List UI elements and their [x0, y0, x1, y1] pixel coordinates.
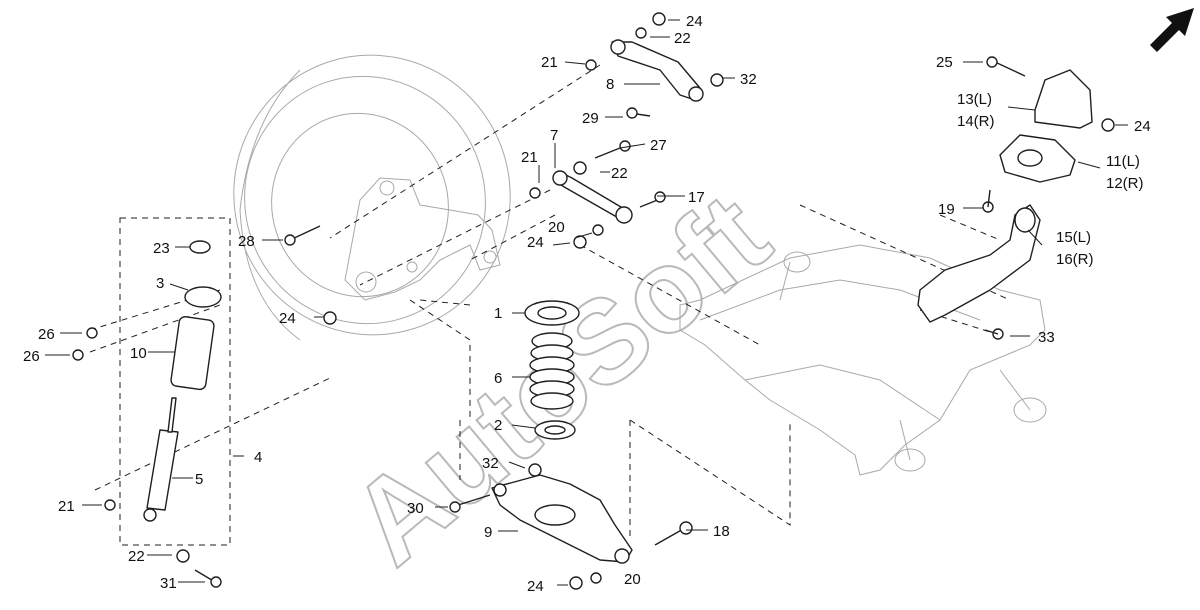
callout-20: 20	[548, 219, 565, 236]
callout-18: 18	[713, 523, 730, 540]
callout-24: 24	[527, 234, 544, 251]
callout-27: 27	[650, 137, 667, 154]
callout-32: 32	[740, 71, 757, 88]
callout-31: 31	[160, 575, 177, 592]
callout-24: 24	[1134, 118, 1151, 135]
callout-32: 32	[482, 455, 499, 472]
lower-spring-pad-part	[534, 420, 576, 440]
mounting-bracket-part	[999, 134, 1076, 183]
knuckle-hub-outline	[344, 177, 501, 301]
bolts-and-nuts	[72, 12, 1115, 590]
callout-6: 6	[494, 370, 502, 387]
callout-30: 30	[407, 500, 424, 517]
callout-22: 22	[674, 30, 691, 47]
callout-26: 26	[38, 326, 55, 343]
callout-26: 26	[23, 348, 40, 365]
callout-11: 11(L)	[1106, 153, 1140, 170]
callout-5: 5	[195, 471, 203, 488]
callout-13: 13(L)	[957, 91, 992, 108]
callout-19: 19	[938, 201, 955, 218]
callout-leader-lines	[45, 19, 1128, 586]
wheel-tire-outline	[233, 54, 511, 341]
callout-28: 28	[238, 233, 255, 250]
callout-20: 20	[624, 571, 641, 588]
callout-4: 4	[254, 449, 262, 466]
front-direction-arrow-icon	[1150, 8, 1194, 52]
callout-17: 17	[688, 189, 705, 206]
lower-control-arm-part	[491, 474, 633, 564]
callout-22: 22	[128, 548, 145, 565]
callout-12: 12(R)	[1106, 175, 1144, 192]
callout-29: 29	[582, 110, 599, 127]
callout-25: 25	[936, 54, 953, 71]
callout-24: 24	[279, 310, 296, 327]
callout-33: 33	[1038, 329, 1055, 346]
callout-24: 24	[686, 13, 703, 30]
coil-spring-part	[529, 332, 575, 410]
callout-7: 7	[550, 127, 558, 144]
strut-mount-part	[184, 286, 222, 308]
lateral-link-part	[552, 170, 633, 224]
callout-21: 21	[521, 149, 538, 166]
callout-14: 14(R)	[957, 113, 995, 130]
callout-3: 3	[156, 275, 164, 292]
callout-1: 1	[494, 305, 502, 322]
dust-boot-part	[170, 316, 215, 391]
trailing-arm-part	[917, 204, 1041, 323]
callout-24: 24	[527, 578, 544, 595]
callout-21: 21	[541, 54, 558, 71]
callout-8: 8	[606, 76, 614, 93]
callout-22: 22	[611, 165, 628, 182]
callout-15: 15(L)	[1056, 229, 1091, 246]
callout-10: 10	[130, 345, 147, 362]
upper-spring-pad-part	[524, 300, 580, 326]
shock-absorber-body-part	[146, 429, 179, 511]
callout-2: 2	[494, 417, 502, 434]
upper-arm-part	[610, 39, 704, 102]
bracket-cover-part	[1034, 69, 1093, 129]
callout-21: 21	[58, 498, 75, 515]
callout-23: 23	[153, 240, 170, 257]
callout-9: 9	[484, 524, 492, 541]
mount-cap-part	[189, 240, 211, 254]
callout-labels: 1 2 3 4 5 6 7 8 9 10 11(L) 12(R) 13(L) 1…	[23, 13, 1151, 595]
callout-16: 16(R)	[1056, 251, 1094, 268]
